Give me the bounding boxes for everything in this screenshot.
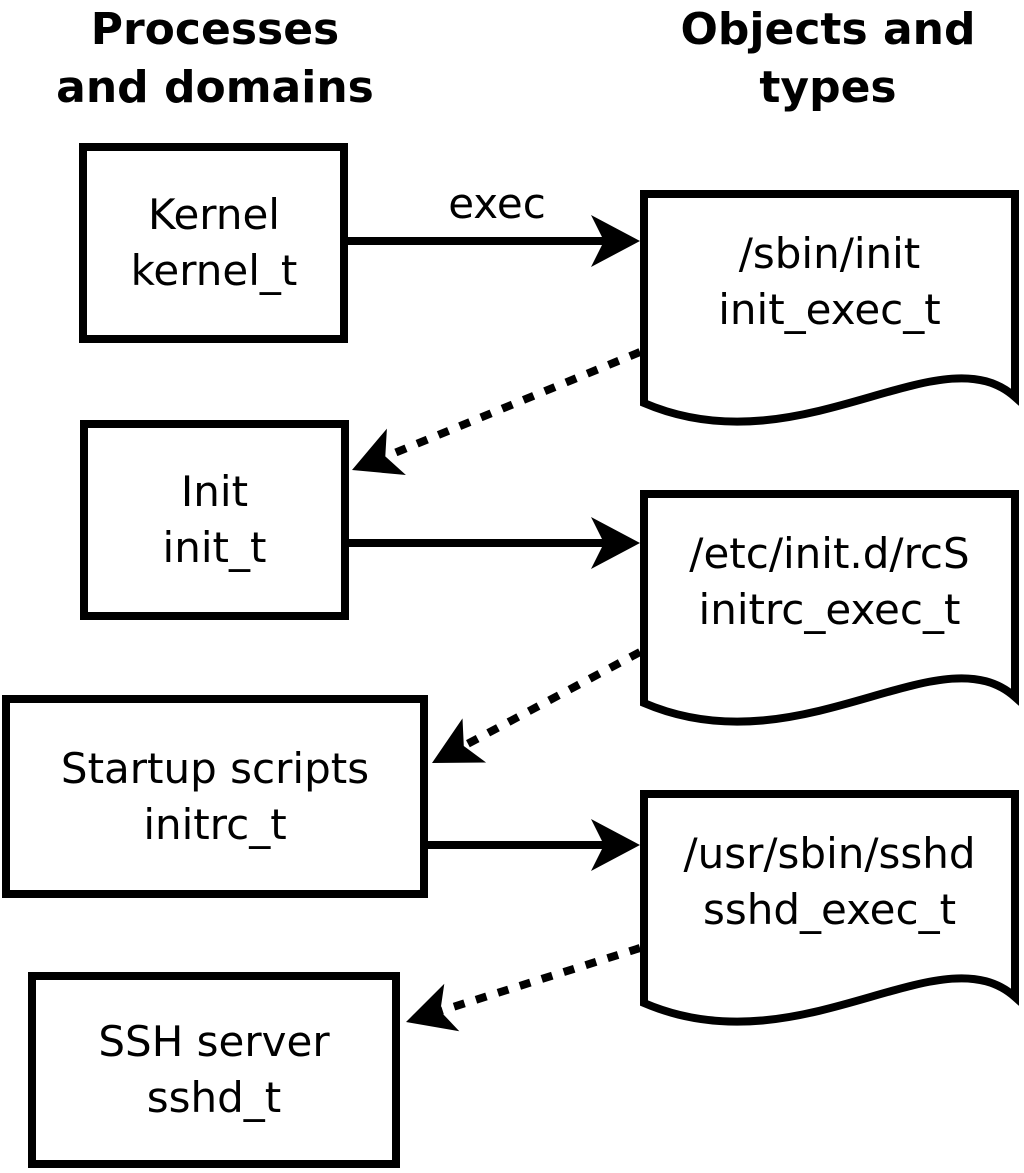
object-node-initrc-exec: /etc/init.d/rcS initrc_exec_t [640, 494, 1019, 670]
ssh-server-box-shape [28, 972, 400, 1168]
startup-scripts-box-shape [2, 695, 428, 898]
process-domain-type: initrc_t [143, 799, 287, 849]
init-exec-document-shape [640, 190, 1019, 426]
process-name: Kernel [148, 189, 280, 239]
exec-arrow-kernel-to-init-exec [346, 215, 640, 267]
process-domain-type: init_t [162, 523, 267, 572]
column-heading-objects-line1: Objects and [680, 4, 976, 55]
exec-arrow-init-to-initrc-exec [345, 517, 640, 569]
transition-arrow-initrc-exec-to-startup [432, 648, 642, 763]
process-node-ssh-server: SSH server sshd_t [28, 972, 400, 1168]
object-path: /sbin/init [738, 229, 921, 278]
object-file-type: initrc_exec_t [698, 585, 961, 634]
process-name: Init [180, 467, 249, 516]
object-path: /etc/init.d/rcS [689, 529, 970, 578]
object-node-init-exec: /sbin/init init_exec_t [640, 194, 1019, 370]
process-domain-type: sshd_t [146, 1073, 282, 1122]
process-node-init: Init init_t [80, 420, 349, 620]
process-name: Startup scripts [60, 743, 370, 793]
column-heading-objects-line2: types [759, 62, 897, 113]
sshd-exec-document-shape [640, 790, 1019, 1026]
column-heading-processes-line1: Processes [90, 4, 340, 55]
transition-arrow-init-exec-to-init [352, 348, 642, 475]
process-node-startup-scripts: Startup scripts initrc_t [2, 695, 428, 898]
initrc-exec-document-shape [640, 490, 1019, 726]
init-box-shape [80, 420, 349, 620]
object-node-sshd-exec: /usr/sbin/sshd sshd_exec_t [640, 794, 1019, 970]
column-heading-objects: Objects and types [636, 1, 1020, 117]
process-domain-type: kernel_t [130, 245, 298, 295]
column-heading-processes-line2: and domains [56, 62, 374, 113]
object-path: /usr/sbin/sshd [683, 829, 976, 878]
process-node-kernel: Kernel kernel_t [78, 142, 350, 343]
object-file-type: sshd_exec_t [702, 885, 957, 934]
transition-arrow-sshd-exec-to-ssh [406, 944, 642, 1032]
process-name: SSH server [98, 1017, 330, 1066]
exec-edge-label: exec [448, 179, 546, 228]
object-file-type: init_exec_t [718, 285, 941, 334]
kernel-box-shape [79, 143, 348, 343]
exec-arrow-startup-to-sshd-exec [424, 819, 640, 871]
column-heading-processes: Processes and domains [15, 1, 415, 117]
